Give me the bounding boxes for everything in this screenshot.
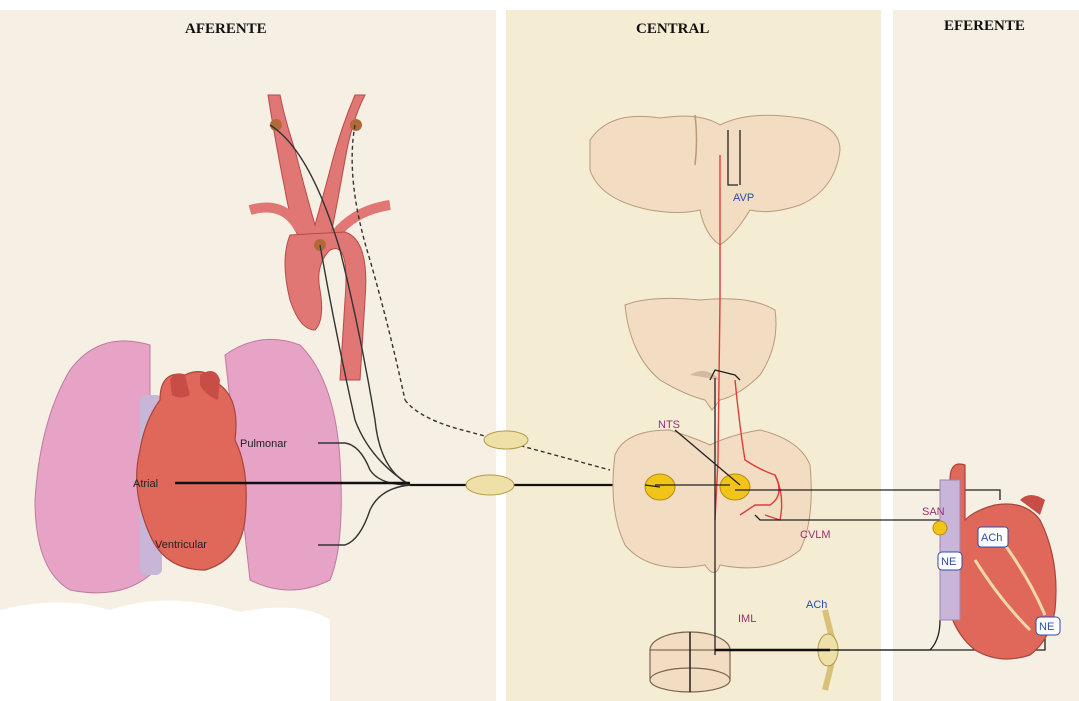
- label-pulmonar: Pulmonar: [240, 438, 287, 450]
- label-ach: ACh: [981, 532, 1002, 544]
- ganglion-lower: [466, 475, 514, 495]
- label-nts: NTS: [658, 419, 680, 431]
- nts-nucleus-right: [720, 474, 750, 500]
- label-atrial: Atrial: [133, 478, 158, 490]
- label-ach-ganglion: ACh: [806, 599, 827, 611]
- label-cvlm: CVLM: [800, 529, 831, 541]
- efferent-title: EFERENTE: [944, 18, 1025, 34]
- label-iml: IML: [738, 613, 756, 625]
- label-ventricular: Ventricular: [155, 539, 207, 551]
- central-title: CENTRAL: [636, 21, 709, 37]
- label-ne-lower: NE: [1039, 621, 1054, 633]
- ganglion-upper: [484, 431, 528, 449]
- san-node: [933, 521, 947, 535]
- blank-area: [0, 600, 330, 701]
- label-ne-upper: NE: [941, 556, 956, 568]
- label-avp: AVP: [733, 192, 754, 204]
- afferent-title: AFERENTE: [185, 21, 267, 37]
- label-san: SAN: [922, 506, 945, 518]
- spinal-cord-section: [650, 632, 730, 692]
